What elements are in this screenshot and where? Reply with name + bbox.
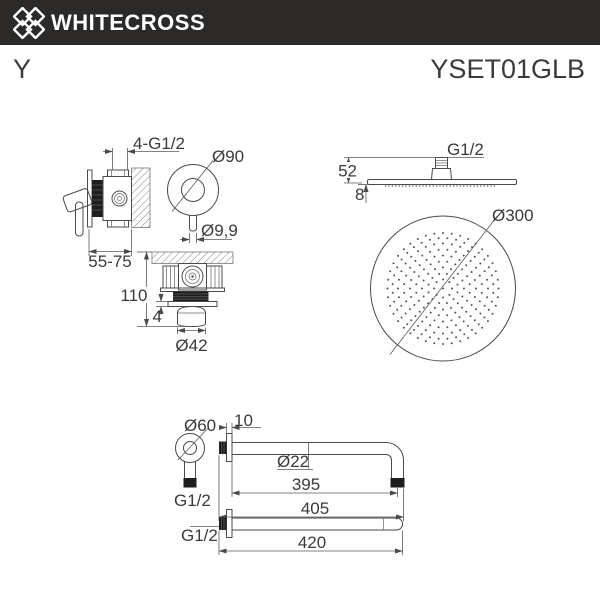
elbow-outer (385, 442, 404, 461)
whitecross-x-icon (13, 6, 45, 39)
straight-arm-view-drawing: G1/2 420 (181, 509, 403, 555)
dim-connector-thread: G1/2 (447, 140, 484, 159)
arm-side-view-drawing: 10 Ø22 395 405 (218, 411, 405, 521)
escutcheon-plate (87, 169, 93, 228)
top-port (107, 169, 129, 177)
nozzle-pattern (386, 232, 500, 345)
brand-name: WHITECROSS (51, 9, 206, 35)
threaded-inlet (219, 517, 227, 530)
wall-flange (226, 433, 233, 462)
wall-hatch (131, 168, 150, 228)
brand-header: WHITECROSS (0, 0, 600, 45)
threaded-inlet (219, 441, 227, 454)
rounded-tip (396, 517, 403, 531)
dim-handle-diameter: Ø42 (175, 336, 207, 355)
head-outline (370, 215, 516, 362)
dim-escutcheon-diameter: Ø90 (212, 147, 244, 166)
valve-body (178, 263, 207, 291)
dim-plate-thickness: 4 (153, 307, 162, 326)
escutcheon-circle (167, 164, 219, 216)
dim-total-height: 110 (120, 286, 147, 305)
dim-flange-depth: 10 (234, 411, 253, 430)
dim-straight-arm-thread: G1/2 (181, 526, 218, 545)
arm-end-view-drawing: Ø60 G1/2 (174, 416, 216, 510)
cover-plate (167, 301, 218, 307)
handle-stem (189, 215, 197, 232)
connector-base (430, 168, 453, 180)
right-port (206, 265, 223, 289)
title-row: Y YSET01GLB (0, 50, 600, 90)
bottom-port (107, 220, 129, 228)
dim-arm-thread: G1/2 (174, 491, 211, 510)
handle-collar (92, 180, 103, 217)
elbow-inner (385, 454, 392, 461)
dim-stem-diameter: Ø9,9 (201, 221, 238, 240)
threaded-end (183, 478, 197, 488)
wall-hatch (152, 252, 233, 264)
mixer-face-view-drawing: Ø90 Ø9,9 (167, 147, 244, 243)
dim-connector-height: 52 (338, 162, 357, 181)
handle-knob (177, 305, 206, 328)
dim-straight-arm-length: 420 (298, 533, 326, 552)
technical-drawing-sheet: 4-G1/2 55-75 Ø90 Ø9,9 (62, 134, 534, 555)
mixer-handle (62, 188, 93, 237)
shower-head-side-view-drawing: G1/2 52 8 (335, 140, 517, 204)
dim-mount-depth: 55-75 (88, 252, 131, 271)
head-plate (367, 179, 517, 185)
mixer-front-view-drawing: 110 4 Ø42 (120, 251, 234, 355)
model-number: YSET01GLB (430, 54, 585, 84)
arm-escutcheon (175, 433, 205, 463)
dim-arm-escutcheon-diameter: Ø60 (184, 416, 216, 435)
series-name: Y (13, 54, 32, 84)
dim-plate-thickness: 8 (355, 185, 364, 204)
dim-ports-thread: 4-G1/2 (133, 134, 185, 153)
dim-horizontal-length: 395 (292, 475, 320, 494)
wall-flange (226, 509, 233, 538)
shower-head-face-view-drawing: Ø300 (370, 206, 534, 362)
threaded-outlet (390, 478, 405, 488)
mixer-side-view-drawing: 4-G1/2 55-75 (62, 134, 185, 271)
dim-total-length: 405 (301, 499, 329, 518)
dim-head-diameter: Ø300 (492, 206, 534, 225)
dim-tube-diameter: Ø22 (277, 452, 309, 471)
